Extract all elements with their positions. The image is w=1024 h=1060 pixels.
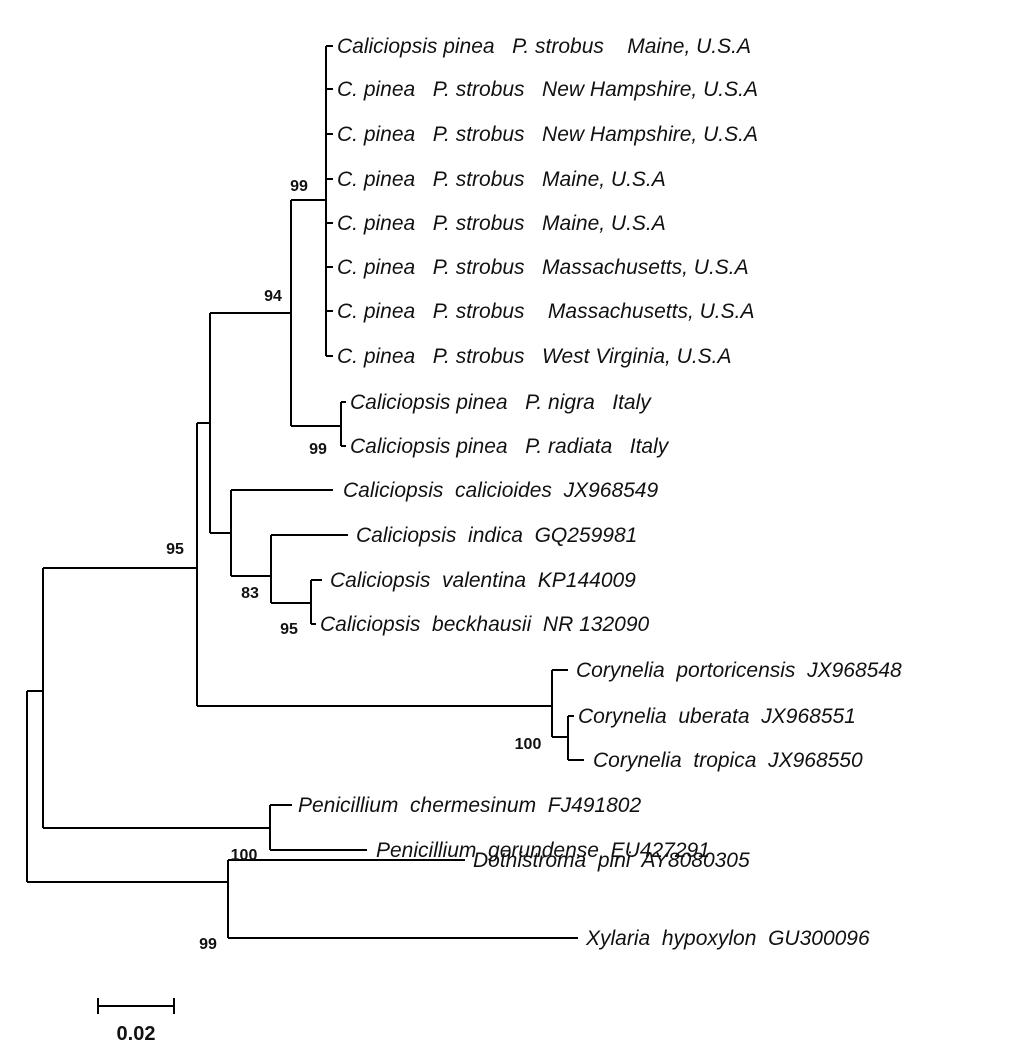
support-value: 94 — [264, 288, 282, 305]
support-value: 100 — [515, 736, 542, 753]
support-value: 99 — [290, 178, 308, 195]
support-value: 95 — [280, 621, 298, 638]
taxon-label-2: C. pinea P. strobus New Hampshire, U.S.A — [337, 78, 758, 101]
taxon-label-4: C. pinea P. strobus Maine, U.S.A — [337, 168, 666, 191]
taxon-label-6: C. pinea P. strobus Massachusetts, U.S.A — [337, 256, 749, 279]
taxon-label-7: C. pinea P. strobus Massachusetts, U.S.A — [337, 300, 754, 323]
taxon-label-9: Caliciopsis pinea P. nigra Italy — [350, 391, 652, 414]
support-value: 100 — [231, 847, 258, 864]
taxon-label-5: C. pinea P. strobus Maine, U.S.A — [337, 212, 666, 235]
taxon-label-18: Penicillium chermesinum FJ491802 — [298, 794, 641, 817]
support-value: 83 — [241, 585, 259, 602]
taxon-label-3: C. pinea P. strobus New Hampshire, U.S.A — [337, 123, 758, 146]
taxon-label-21: Xylaria hypoxylon GU300096 — [585, 927, 870, 950]
scale-bar-label: 0.02 — [117, 1023, 156, 1045]
taxon-label-17: Corynelia tropica JX968550 — [593, 749, 863, 772]
support-value: 99 — [199, 936, 217, 953]
taxon-label-20: Dothistroma pini AY8080305 — [473, 849, 750, 872]
taxon-label-19: Penicillium gerundense EU427291 — [376, 839, 710, 862]
support-value: 95 — [166, 541, 184, 558]
branches — [26, 45, 584, 1014]
taxon-labels: Caliciopsis pinea P. strobus Maine, U.S.… — [298, 35, 902, 950]
taxon-label-13: Caliciopsis valentina KP144009 — [330, 569, 636, 592]
taxon-label-8: C. pinea P. strobus West Virginia, U.S.A — [337, 345, 732, 368]
support-value: 99 — [309, 441, 327, 458]
support-values: 99 94 99 83 95 95 100 100 99 — [166, 178, 541, 953]
taxon-label-14: Caliciopsis beckhausii NR 132090 — [320, 613, 649, 636]
taxon-label-12: Caliciopsis indica GQ259981 — [356, 524, 637, 547]
taxon-label-11: Caliciopsis calicioides JX968549 — [343, 479, 658, 502]
taxon-label-1: Caliciopsis pinea P. strobus Maine, U.S.… — [337, 35, 751, 58]
taxon-label-16: Corynelia uberata JX968551 — [578, 705, 856, 728]
taxon-label-15: Corynelia portoricensis JX968548 — [576, 659, 902, 682]
taxon-label-10: Caliciopsis pinea P. radiata Italy — [350, 435, 670, 458]
